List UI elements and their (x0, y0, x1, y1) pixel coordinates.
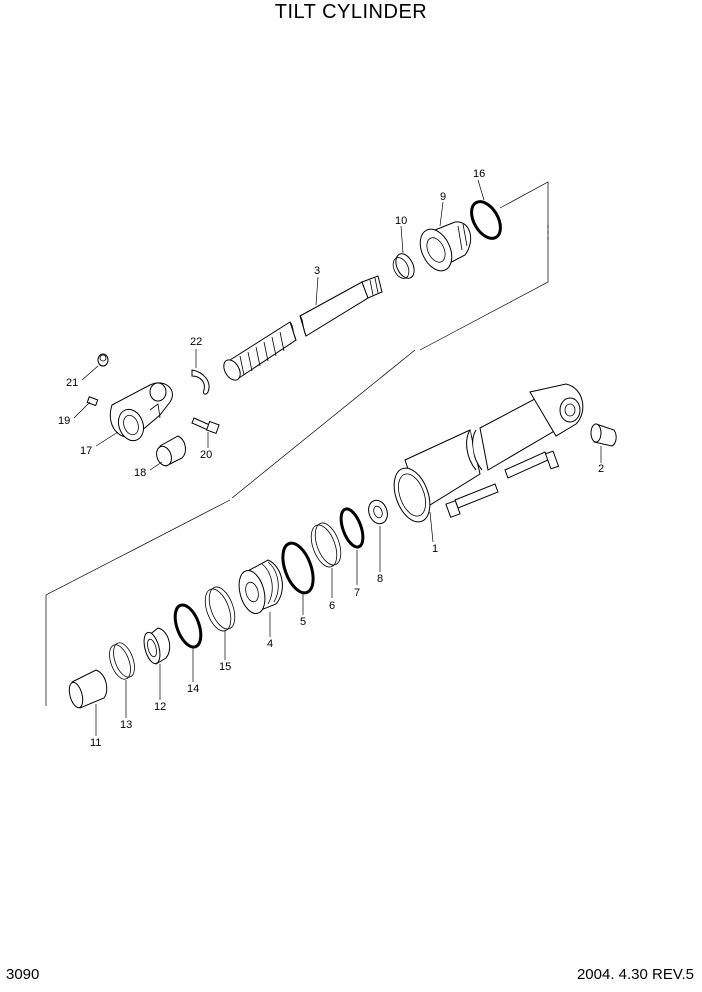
part-17-rod-eye (109, 382, 173, 442)
part-15-backup-ring (204, 586, 236, 632)
part-16-o-ring (470, 200, 502, 240)
callout-22: 22 (190, 336, 202, 348)
callout-labels: 1 2 3 4 5 6 7 8 9 10 11 12 13 14 15 16 1… (58, 168, 604, 749)
part-2-bushing (590, 423, 617, 447)
part-3-piston-rod (223, 275, 383, 381)
callout-11: 11 (90, 737, 101, 749)
callout-5: 5 (300, 616, 306, 628)
page-number: 3090 (6, 966, 40, 983)
revision-date: 2004. 4.30 REV.5 (576, 966, 694, 983)
part-19-set-screw (86, 396, 99, 407)
callout-7: 7 (354, 587, 360, 599)
callout-13: 13 (120, 719, 132, 731)
callout-2: 2 (598, 463, 604, 475)
part-8-nut (368, 499, 388, 525)
part-21-grease-nipple (97, 353, 109, 367)
part-22-snap-ring (191, 369, 210, 395)
callout-8: 8 (377, 573, 383, 585)
callout-21: 21 (66, 377, 78, 389)
part-1-cylinder-tube (393, 383, 584, 523)
callout-4: 4 (267, 638, 273, 650)
part-4-piston (238, 559, 283, 614)
part-18-bushing (156, 435, 186, 467)
callout-19: 19 (58, 415, 70, 427)
part-14-o-ring (173, 603, 203, 649)
part-6-backup-ring (310, 522, 342, 568)
part-9-rod-cover (419, 221, 472, 272)
page-title: TILT CYLINDER (274, 1, 428, 23)
callout-17: 17 (80, 445, 92, 457)
part-12-wear-ring (143, 627, 171, 665)
callout-16: 16 (473, 168, 485, 180)
leader-lines (73, 179, 602, 736)
callout-12: 12 (154, 701, 166, 713)
callout-3: 3 (314, 265, 320, 277)
callout-18: 18 (134, 467, 146, 479)
part-20-bolt (191, 417, 220, 435)
part-5-o-ring (281, 541, 315, 595)
callout-20: 20 (200, 449, 212, 461)
callout-10: 10 (395, 215, 407, 227)
callout-9: 9 (440, 191, 446, 203)
part-13-ring (109, 642, 135, 680)
part-7-o-ring (339, 507, 365, 549)
part-11-bushing (68, 669, 108, 709)
assembly-frame (45, 181, 549, 706)
callout-6: 6 (329, 600, 335, 612)
callout-15: 15 (219, 661, 231, 673)
callout-14: 14 (187, 683, 199, 695)
callout-1: 1 (432, 543, 438, 555)
part-10-wiper (392, 253, 415, 279)
